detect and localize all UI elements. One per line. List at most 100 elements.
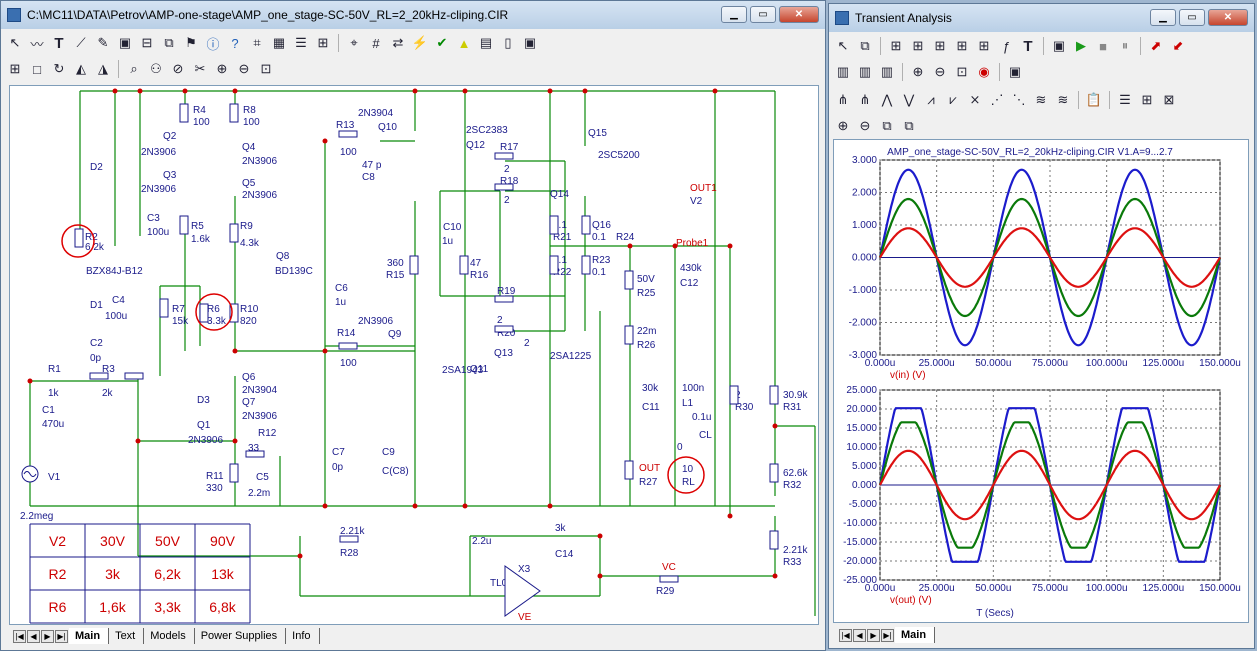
target-icon[interactable]: ◉	[978, 64, 990, 79]
top-icon[interactable]: ≋	[1035, 92, 1047, 107]
node-icon[interactable]: ⌗	[253, 35, 261, 50]
last-page-icon[interactable]: ▶|	[881, 628, 894, 642]
span-icon[interactable]: ⊞	[1141, 92, 1153, 107]
next-page-icon[interactable]: ▶	[41, 629, 54, 643]
list-icon[interactable]: ☰	[295, 35, 307, 50]
page-icon[interactable]: ▯	[504, 35, 512, 50]
tab-text[interactable]: Text	[109, 628, 145, 644]
tokens-icon[interactable]: ▥	[858, 64, 872, 79]
zoom-out-icon[interactable]: ⊖	[238, 61, 250, 76]
prev-page-icon[interactable]: ◀	[853, 628, 866, 642]
global-low-icon[interactable]: ⋱	[1012, 92, 1026, 107]
wire-icon[interactable]: 〰	[30, 36, 44, 52]
copy-icon[interactable]: ⧉	[882, 118, 892, 133]
low-icon[interactable]: ⩗	[949, 92, 957, 107]
text-tool-icon[interactable]: T	[54, 34, 64, 52]
properties-icon[interactable]: ▣	[523, 35, 537, 50]
select-arrow-icon[interactable]: ↖	[837, 38, 849, 53]
slope-icon[interactable]: ⊞	[978, 38, 990, 53]
zoom-out-icon[interactable]: ⊖	[859, 118, 871, 133]
grid-icon[interactable]: ▦	[272, 35, 286, 50]
minimize-button[interactable]: ▁	[1150, 9, 1176, 26]
zoom-out-icon[interactable]: ⊖	[934, 64, 946, 79]
text-tool-icon[interactable]: T	[1023, 37, 1033, 55]
zoom-fit-icon[interactable]: ⊡	[956, 64, 968, 79]
check-icon[interactable]: ✔	[436, 35, 448, 50]
align-icon[interactable]: ⊠	[1163, 92, 1175, 107]
stop-icon[interactable]: ⊘	[172, 61, 184, 76]
box-icon[interactable]: □	[33, 61, 41, 77]
align-icon[interactable]: ⊞	[9, 61, 21, 76]
scale-up-icon[interactable]: ⬈	[1150, 38, 1162, 53]
tab-models[interactable]: Models	[144, 628, 195, 644]
first-page-icon[interactable]: |◀	[13, 629, 26, 643]
global-high-icon[interactable]: ⋰	[990, 92, 1004, 107]
first-page-icon[interactable]: |◀	[839, 628, 852, 642]
prev-page-icon[interactable]: ◀	[27, 629, 40, 643]
valley-icon[interactable]: ⋁	[903, 92, 915, 107]
flip-x-icon[interactable]: ◭	[76, 61, 86, 76]
pin-icon[interactable]: ⊞	[317, 35, 329, 50]
find-icon[interactable]: ⌕	[130, 61, 138, 76]
bus-icon[interactable]: ⊟	[141, 35, 153, 50]
data-points-icon[interactable]: ▥	[836, 64, 850, 79]
zoom-in-icon[interactable]: ⊕	[216, 61, 228, 76]
minimize-button[interactable]: ▁	[721, 6, 747, 23]
list-icon[interactable]: ☰	[1119, 92, 1131, 107]
peak-icon[interactable]: ⊞	[934, 38, 946, 53]
scale-icon[interactable]: ⊞	[890, 38, 902, 53]
paste-icon[interactable]: ⧉	[904, 118, 914, 133]
pencil-icon[interactable]: ✎	[97, 35, 109, 50]
run-icon[interactable]: ▶	[1076, 38, 1086, 53]
select-arrow-icon[interactable]: ↖	[9, 35, 21, 50]
help-icon[interactable]: ?	[231, 35, 239, 51]
peak-icon[interactable]: ⋀	[881, 92, 893, 107]
maximize-button[interactable]: ▭	[750, 6, 776, 23]
close-button[interactable]: ✕	[1208, 9, 1248, 26]
pause-icon[interactable]: ⏸	[1121, 38, 1129, 53]
rotate-icon[interactable]: ↻	[53, 61, 65, 76]
component-icon[interactable]: ▣	[118, 35, 132, 50]
cut-icon[interactable]: ✂	[194, 61, 206, 76]
zoom-in-icon[interactable]: ⊕	[837, 118, 849, 133]
flag-icon[interactable]: ⚑	[185, 35, 197, 50]
line-icon[interactable]: ⟋	[76, 35, 86, 50]
zoom-fit-icon[interactable]: ⊡	[260, 61, 272, 76]
tab-main[interactable]: Main	[69, 628, 110, 644]
grid-icon[interactable]: ▥	[880, 64, 894, 79]
binoculars-icon[interactable]: ⚇	[150, 61, 162, 76]
maximize-button[interactable]: ▭	[1179, 9, 1205, 26]
high-icon[interactable]: ⩘	[927, 92, 935, 107]
close-button[interactable]: ✕	[779, 6, 819, 23]
cursor-left-icon[interactable]: ⋔	[837, 92, 849, 107]
stop-icon[interactable]: ■	[1099, 38, 1107, 54]
copy-icon[interactable]: ⧉	[860, 38, 870, 53]
zoom-in-icon[interactable]: ⊕	[912, 64, 924, 79]
copy-icon[interactable]: ⧉	[164, 35, 174, 50]
cursor-right-icon[interactable]: ⋔	[859, 92, 871, 107]
grid-toggle-icon[interactable]: ▤	[479, 35, 493, 50]
tab-power-supplies[interactable]: Power Supplies	[194, 628, 287, 644]
clipboard-icon[interactable]: 📋	[1085, 92, 1103, 107]
last-page-icon[interactable]: ▶|	[55, 629, 68, 643]
function-icon[interactable]: ƒ	[1002, 38, 1010, 54]
info-icon[interactable]: ⓘ	[206, 36, 220, 52]
tab-main[interactable]: Main	[895, 627, 936, 643]
warning-icon[interactable]: ▲	[457, 35, 471, 51]
scale-down-icon[interactable]: ⬋	[1172, 38, 1184, 53]
node-number-icon[interactable]: #	[372, 35, 380, 51]
properties-icon[interactable]: ▣	[1052, 38, 1066, 53]
properties-icon[interactable]: ▣	[1008, 64, 1022, 79]
power-icon[interactable]: ⚡	[411, 35, 429, 50]
valley-icon[interactable]: ⊞	[956, 38, 968, 53]
next-page-icon[interactable]: ▶	[867, 628, 880, 642]
current-icon[interactable]: ⇄	[392, 35, 404, 50]
flip-y-icon[interactable]: ◮	[98, 61, 108, 76]
probe-icon[interactable]: ⌖	[350, 35, 358, 50]
tab-info[interactable]: Info	[286, 628, 320, 644]
inflection-icon[interactable]: ⨯	[969, 92, 981, 107]
bottom-icon[interactable]: ≋	[1057, 92, 1069, 107]
cursor-icon[interactable]: ⊞	[912, 38, 924, 53]
